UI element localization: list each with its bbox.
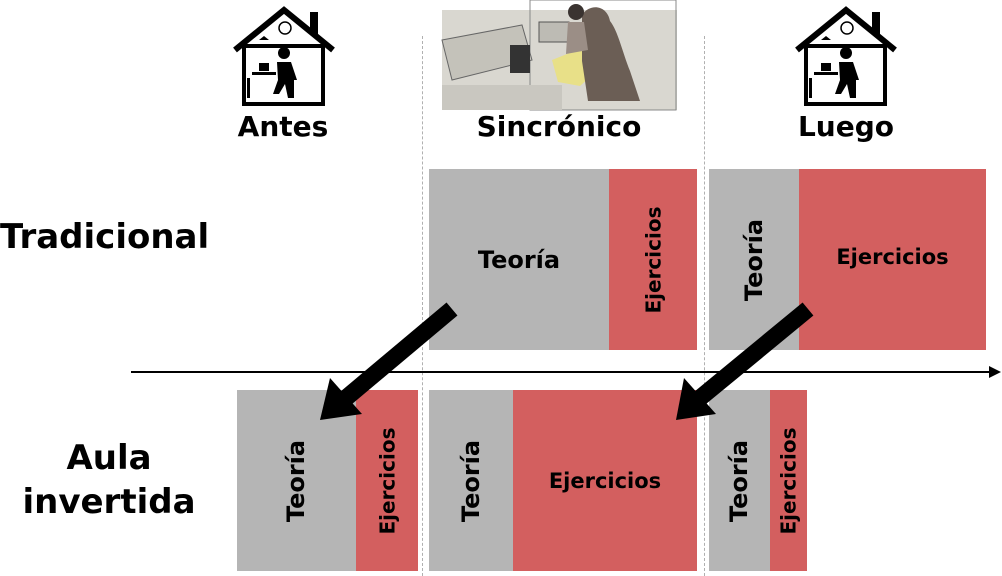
separator-left (422, 36, 423, 576)
flipped-sync-exercises: Ejercicios (513, 390, 697, 571)
flipped-before-exercises: Ejercicios (356, 390, 418, 571)
column-header-after: Luego (797, 110, 895, 143)
flipped-after-exercises: Ejercicios (770, 390, 807, 571)
block-label: Ejercicios (548, 468, 662, 493)
traditional-sync-theory: Teoría (429, 169, 609, 350)
flipped-sync-theory: Teoría (429, 390, 513, 571)
move-arrow-left (320, 302, 458, 420)
timeline-arrowhead (989, 366, 1001, 378)
row-label-flipped-line2: invertida (22, 482, 196, 522)
traditional-after-exercises: Ejercicios (799, 169, 986, 350)
move-arrow-right (676, 302, 814, 420)
column-header-sync: Sincrónico (476, 110, 642, 143)
column-header-before: Antes (237, 110, 329, 143)
block-label: Ejercicios (836, 245, 949, 269)
flipped-after-theory: Teoría (709, 390, 770, 571)
flipped-before-theory: Teoría (237, 390, 356, 571)
block-label: Teoría (477, 245, 561, 274)
row-label-flipped-line1: Aula (66, 438, 152, 478)
traditional-sync-exercises: Ejercicios (609, 169, 697, 350)
row-label-traditional: Tradicional (0, 217, 210, 257)
separator-right (704, 36, 705, 576)
